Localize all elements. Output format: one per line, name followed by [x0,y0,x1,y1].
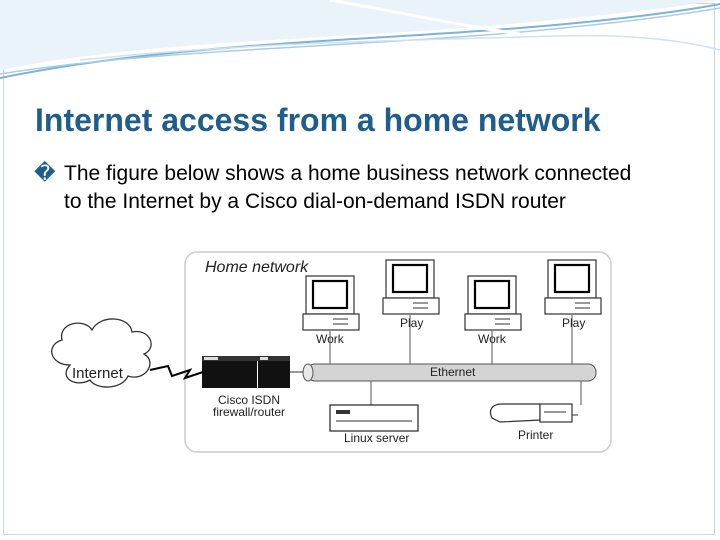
printer-icon [489,403,578,423]
computer-label: Play [400,316,423,330]
internet-cloud-icon [51,318,152,388]
bullet-text: The figure below shows a home business n… [64,162,632,213]
server-icon [329,404,419,432]
computer-icon [302,275,360,331]
home-network-label: Home network [205,259,309,276]
computer-icon [382,259,440,315]
computer-label: Work [478,332,507,346]
router-label-line1: Cisco ISDN [218,393,280,407]
bullet-paragraph: � The figure below shows a home business… [34,160,634,216]
ethernet-label: Ethernet [430,365,476,379]
computer-label: Work [316,332,345,346]
slide-title: Internet access from a home network [35,102,601,138]
computer-icon [544,259,602,315]
network-diagram: Home network Internet Cisco ISDN firewal… [51,251,612,453]
router-label-line2: firewall/router [213,405,285,419]
printer-label: Printer [518,428,553,442]
router-icon [202,356,290,388]
bullet-icon: � [34,162,56,185]
computer-icon [464,275,522,331]
header-wave-decoration [0,0,720,79]
computer-label: Play [562,316,585,330]
isdn-link-icon [149,364,204,380]
internet-label: Internet [72,365,124,382]
server-label: Linux server [344,431,409,445]
